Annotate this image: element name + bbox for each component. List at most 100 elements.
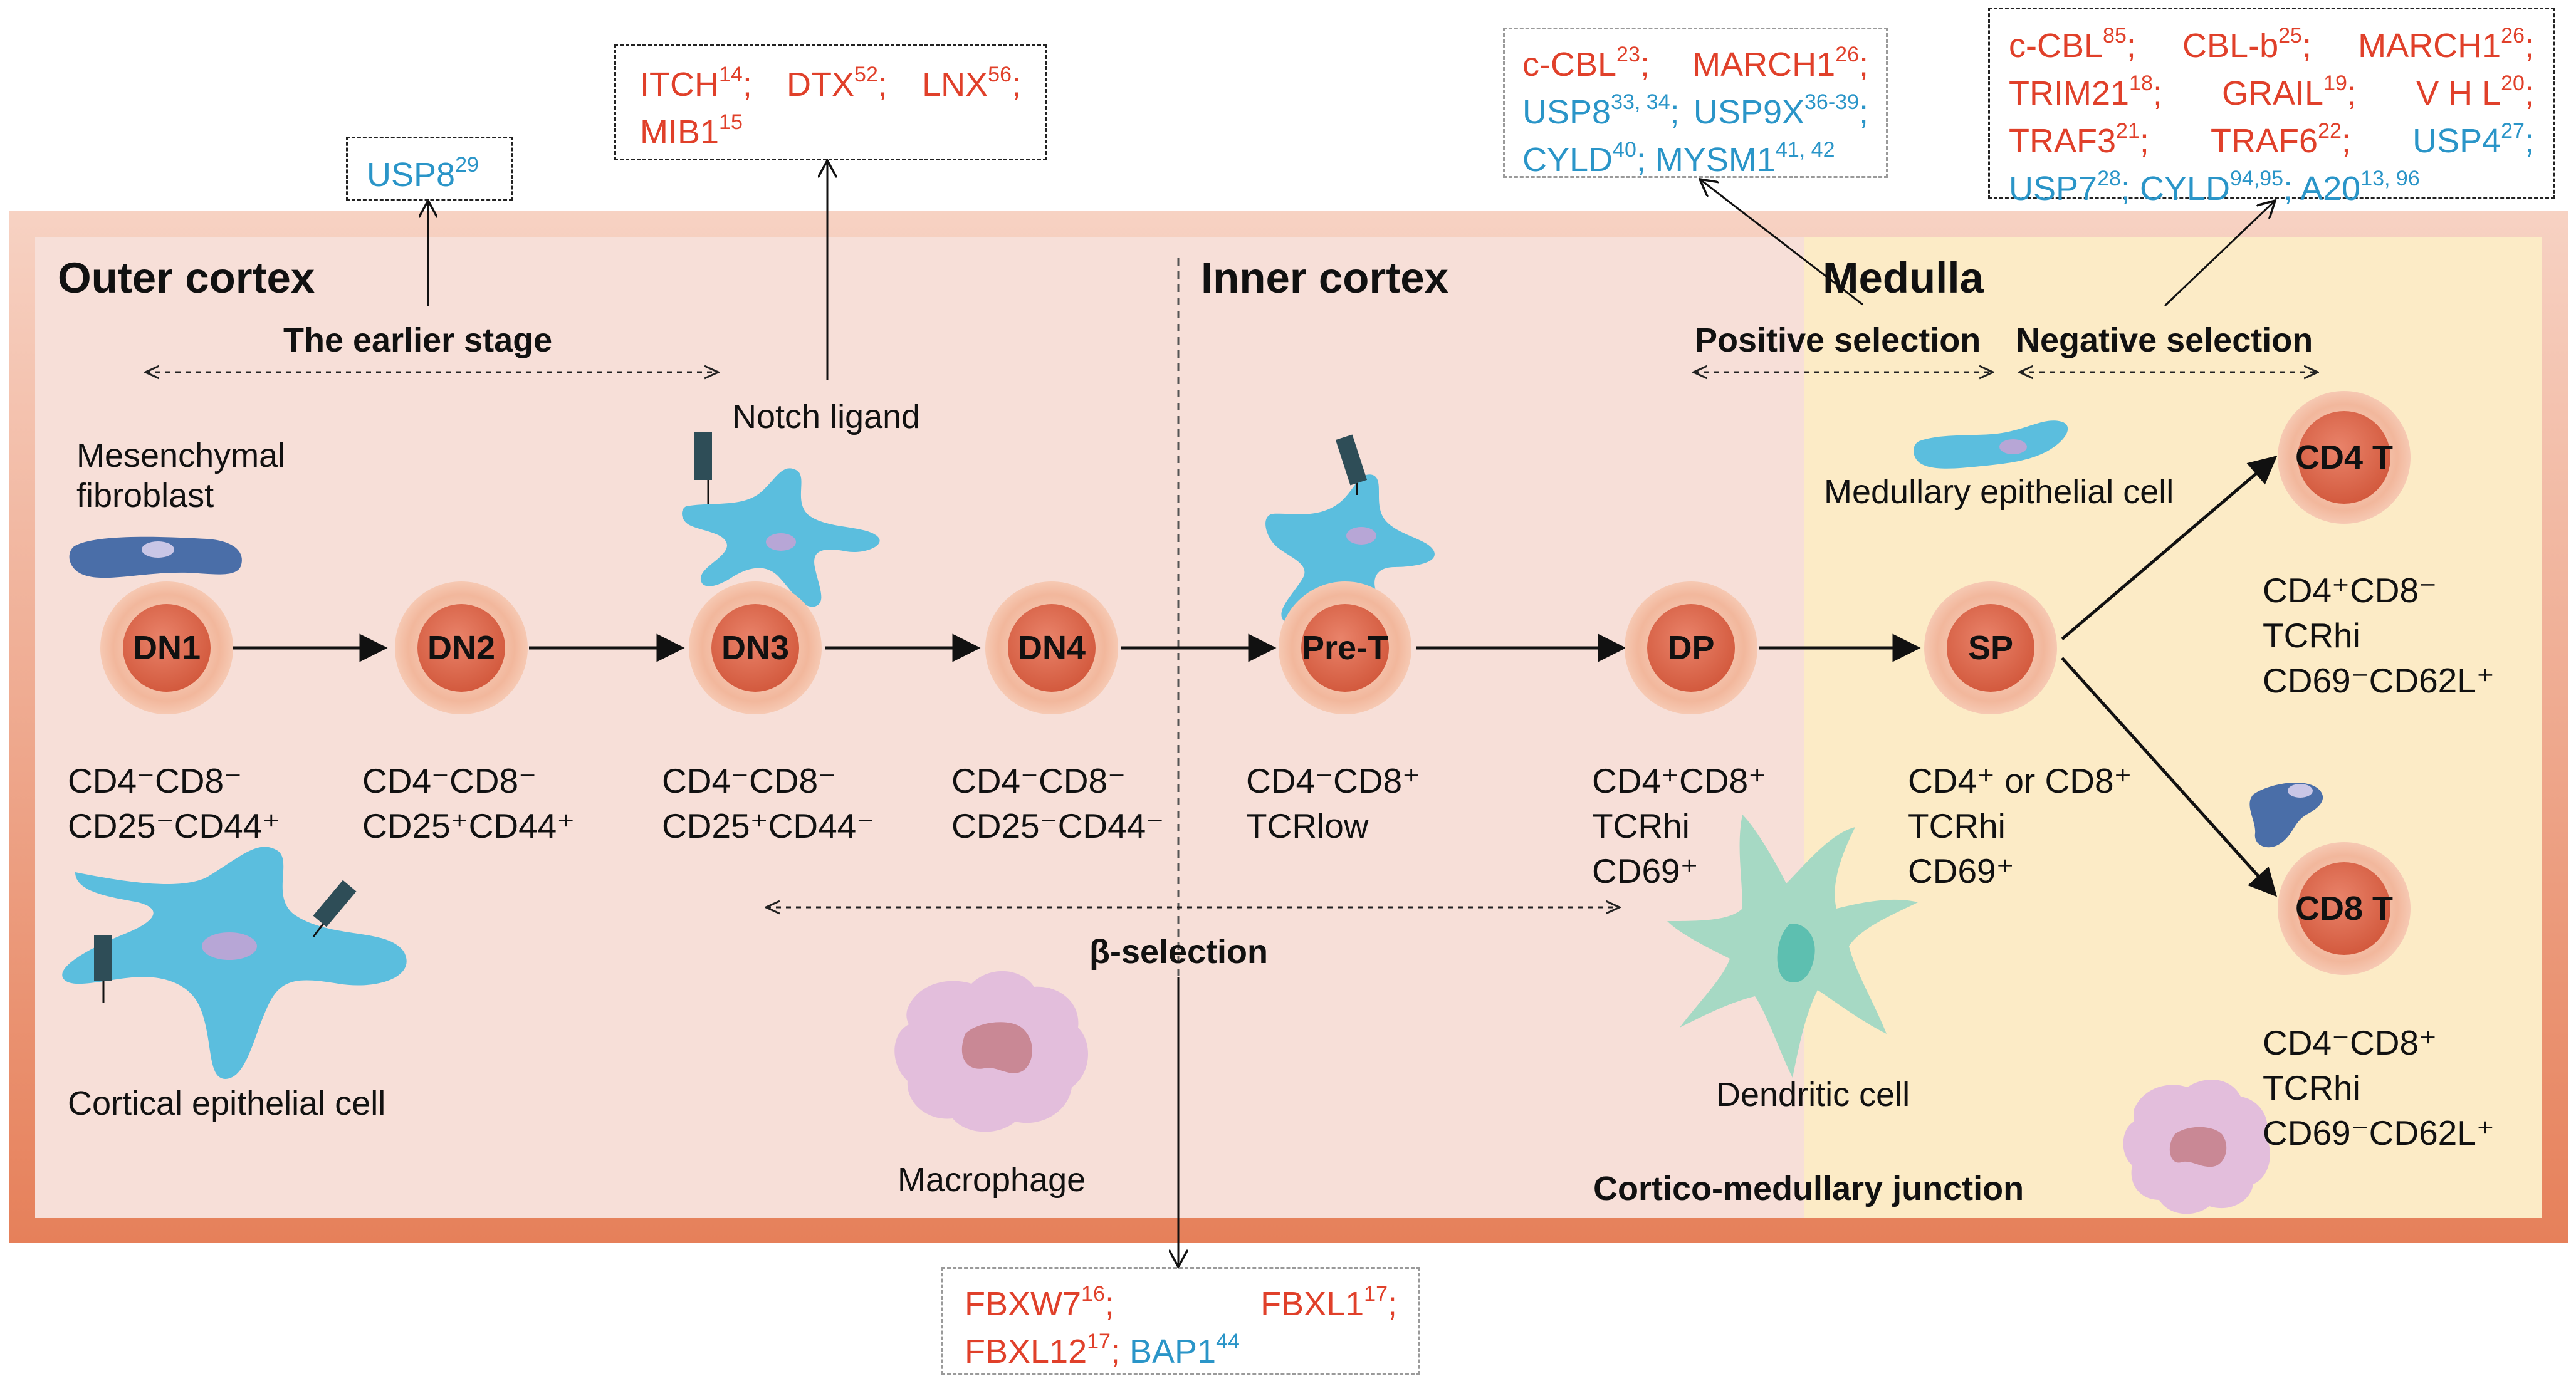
marker-line: CD4⁺CD8⁺ [1592, 761, 1767, 800]
cell-cd8t-label: CD8 T [2295, 890, 2393, 927]
markers-cd4t: CD4⁺CD8⁻ TCRhi CD69⁻CD62L⁺ [2263, 568, 2495, 703]
cell-dp: DP [1625, 581, 1757, 714]
enzyme-usp8: USP833, 34; [1522, 90, 1680, 131]
cell-pret: Pre-T [1279, 581, 1411, 714]
box-beta-row1: FBXW716; FBXL117; [965, 1280, 1397, 1328]
enzyme-dtx: DTX52; [787, 63, 887, 103]
markers-pret: CD4⁻CD8⁺ TCRlow [1246, 758, 1420, 848]
notch-epithelial-cell-icon [682, 432, 880, 607]
region-outer-cortex: Outer cortex [58, 254, 315, 302]
region-medulla: Medulla [1823, 254, 1984, 302]
marker-line: CD25⁺CD44⁻ [662, 806, 875, 845]
cell-dn2: DN2 [395, 581, 528, 714]
medullary-epithelial-cell-icon [1914, 420, 2068, 469]
mesenchymal-fibroblast-icon [69, 536, 242, 578]
box-positive: c-CBL23; MARCH126; USP833, 34; USP9X36-3… [1503, 28, 1888, 179]
label-macrophage: Macrophage [898, 1161, 1086, 1199]
enzyme-mib1: MIB115 [640, 110, 743, 151]
marker-line: CD4⁻CD8⁺ [2263, 1023, 2437, 1062]
box-negative: c-CBL85; CBL-b25; MARCH126; TRIM2118; GR… [1988, 8, 2555, 207]
markers-dn4: CD4⁻CD8⁻ CD25⁻CD44⁻ [951, 758, 1164, 848]
markers-dn3: CD4⁻CD8⁻ CD25⁺CD44⁻ [662, 758, 874, 848]
connector-negative [2164, 201, 2275, 307]
enzyme-usp8: USP829 [367, 153, 479, 194]
marker-line: CD69⁻CD62L⁺ [2263, 1113, 2495, 1152]
enzyme-lnx: LNX56; [922, 63, 1021, 103]
stage-beta: β-selection [1089, 933, 1269, 971]
box-positive-row3: CYLD40; MYSM141, 42 [1522, 136, 1868, 184]
label-dendritic: Dendritic cell [1716, 1076, 1910, 1113]
connector-positive [1700, 179, 1863, 306]
stage-earlier: The earlier stage [283, 321, 553, 359]
enzyme-vhl: V H L20; [2416, 71, 2534, 112]
cell-dn1: DN1 [100, 581, 233, 714]
markers-sp: CD4⁺ or CD8⁺ TCRhi CD69⁺ [1908, 758, 2132, 894]
markers-cd8t: CD4⁻CD8⁺ TCRhi CD69⁻CD62L⁺ [2263, 1020, 2495, 1155]
cell-dn3: DN3 [689, 581, 822, 714]
medulla-blue-cell-icon [2249, 782, 2323, 848]
marker-line: TCRlow [1246, 806, 1369, 845]
box-negative-row1: c-CBL85; CBL-b25; MARCH126; [2009, 22, 2534, 70]
label-notch-ligand: Notch ligand [732, 398, 921, 435]
cortical-epithelial-cell-icon [62, 847, 407, 1079]
enzyme-traf3: TRAF321; [2009, 119, 2149, 160]
cell-dp-label: DP [1667, 629, 1714, 667]
enzyme-march1: MARCH126; [1692, 43, 1868, 83]
markers-dn2: CD4⁻CD8⁻ CD25⁺CD44⁺ [362, 758, 575, 848]
arrow-sp-cd8t [2061, 657, 2278, 897]
marker-line: CD25⁻CD44⁺ [68, 806, 281, 845]
medulla-macrophage-icon [2123, 1080, 2271, 1214]
cell-dn1-label: DN1 [133, 629, 201, 667]
enzyme-usp7: USP728; [2009, 167, 2130, 207]
macrophage-icon [894, 971, 1089, 1132]
enzyme-fbxl1: FBXL117; [1260, 1282, 1397, 1323]
marker-line: CD25⁺CD44⁺ [362, 806, 575, 845]
enzyme-c-cbl: c-CBL85; [2009, 24, 2136, 65]
marker-line: CD4⁻CD8⁻ [662, 761, 837, 800]
cell-dn4: DN4 [985, 581, 1118, 714]
arrow-sp-cd4t [2061, 456, 2278, 640]
enzyme-march1: MARCH126; [2358, 24, 2534, 65]
marker-line: CD4⁺ or CD8⁺ [1908, 761, 2132, 800]
enzyme-bap1: BAP144 [1129, 1330, 1240, 1370]
marker-line: CD4⁻CD8⁻ [362, 761, 537, 800]
marker-line: CD25⁻CD44⁻ [951, 806, 1165, 845]
pret-epithelial-cell-icon [1265, 434, 1435, 630]
enzyme-cbl-b: CBL-b25; [2182, 24, 2312, 65]
enzyme-fbxl12: FBXL1217; [965, 1330, 1120, 1370]
box-positive-row1: c-CBL23; MARCH126; [1522, 41, 1868, 88]
enzyme-traf6: TRAF622; [2211, 119, 2351, 160]
marker-line: CD4⁻CD8⁻ [68, 761, 243, 800]
box-notch-row1: ITCH14; DTX52; LNX56; [640, 61, 1021, 108]
cell-dn3-label: DN3 [721, 629, 789, 667]
label-cortical-epithelial: Cortical epithelial cell [68, 1085, 386, 1122]
enzyme-c-cbl: c-CBL23; [1522, 43, 1650, 83]
cell-sp: SP [1924, 581, 2057, 714]
label-medullary-epithelial: Medullary epithelial cell [1824, 473, 2174, 511]
marker-line: TCRhi [1592, 806, 1690, 845]
dendritic-cell-icon [1667, 815, 1918, 1078]
stage-negative: Negative selection [2016, 321, 2313, 359]
enzyme-trim21: TRIM2118; [2009, 71, 2162, 112]
marker-line: TCRhi [2263, 616, 2360, 655]
cell-cd4t: CD4 T [2278, 391, 2411, 524]
cell-sp-label: SP [1968, 629, 2013, 667]
region-junction: Cortico-medullary junction [1593, 1170, 2024, 1207]
box-notch-row2: MIB115 [640, 108, 1021, 156]
enzyme-fbxw7: FBXW716; [965, 1282, 1114, 1323]
marker-line: CD4⁻CD8⁻ [951, 761, 1126, 800]
enzyme-mysm1: MYSM141, 42 [1655, 138, 1835, 179]
box-beta-row2: FBXL1217; BAP144 [965, 1328, 1397, 1375]
box-notch: ITCH14; DTX52; LNX56; MIB115 [614, 44, 1047, 160]
marker-line: TCRhi [2263, 1068, 2360, 1107]
box-negative-row2: TRIM2118; GRAIL19; V H L20; [2009, 70, 2534, 117]
cell-cd4t-label: CD4 T [2295, 439, 2393, 476]
enzyme-usp9x: USP9X36-39; [1693, 90, 1868, 131]
enzyme-itch: ITCH14; [640, 63, 752, 103]
box-negative-row4: USP728; CYLD94,95; A2013, 96 [2009, 165, 2534, 212]
enzyme-a20: A2013, 96 [2300, 167, 2420, 207]
box-usp8: USP829 [346, 137, 513, 201]
box-negative-row3: TRAF321; TRAF622; USP427; [2009, 117, 2534, 165]
marker-line: CD69⁻CD62L⁺ [2263, 661, 2495, 700]
